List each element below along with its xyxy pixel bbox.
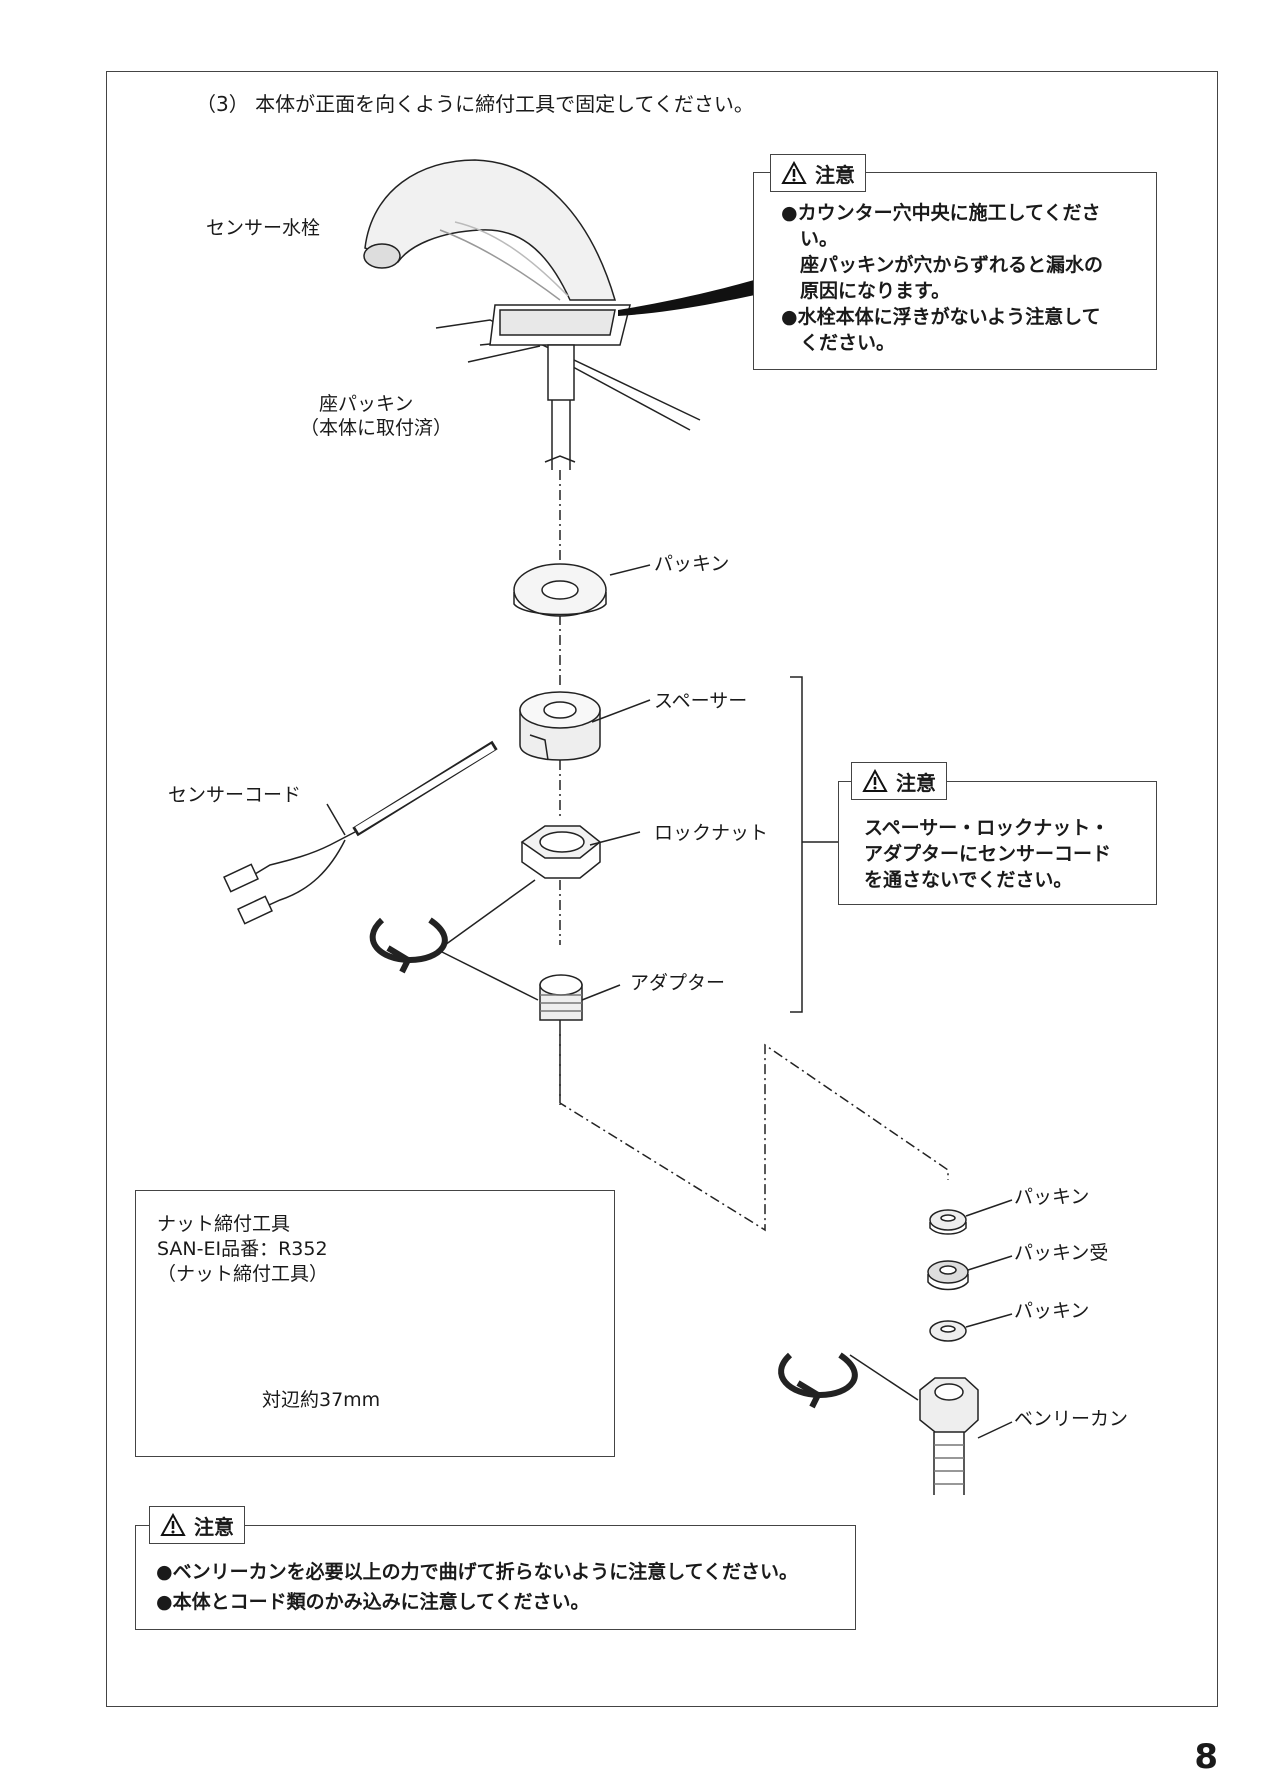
tool-note: （ナット締付工具） xyxy=(157,1263,329,1285)
warning-icon xyxy=(862,769,888,792)
caution-title-bottom: 注意 xyxy=(194,1514,234,1539)
label-lock-nut: ロックナット xyxy=(654,822,769,844)
warning-icon xyxy=(160,1513,186,1536)
label-benry-kan: ベンリーカン xyxy=(1014,1408,1129,1430)
tool-dimension: 対辺約37mm xyxy=(262,1389,381,1411)
page-frame xyxy=(106,71,1218,1707)
label-seat-packing-note: （本体に取付済） xyxy=(300,417,453,439)
caution-top-text: ●カウンター穴中央に施工してくださ い。 座パッキンが穴からずれると漏水の 原因… xyxy=(781,200,1103,356)
label-packing: パッキン xyxy=(654,553,730,575)
label-sensor-cord: センサーコード xyxy=(168,784,302,806)
label-packing-2: パッキン xyxy=(1014,1186,1090,1208)
caution-line: 原因になります。 xyxy=(781,280,951,302)
label-sensor-faucet: センサー水栓 xyxy=(206,217,321,239)
step-instruction: （3） 本体が正面を向くように締付工具で固定してください。 xyxy=(196,92,754,116)
caution-line: ●水栓本体に浮きがないよう注意して xyxy=(781,306,1101,328)
caution-line: ●ベンリーカンを必要以上の力で曲げて折らないように注意してください。 xyxy=(156,1561,799,1583)
caution-box-top xyxy=(753,172,1157,370)
caution-title-middle: 注意 xyxy=(896,770,936,795)
caution-line: ●カウンター穴中央に施工してくださ xyxy=(781,202,1101,224)
caution-box-bottom xyxy=(135,1525,856,1630)
caution-middle-text: スペーサー・ロックナット・ アダプターにセンサーコード を通さないでください。 xyxy=(864,815,1111,893)
caution-line: い。 xyxy=(781,228,839,250)
label-spacer: スペーサー xyxy=(654,690,748,712)
label-seat-packing: 座パッキン xyxy=(319,393,414,415)
caution-line: アダプターにセンサーコード xyxy=(864,843,1112,865)
label-adapter: アダプター xyxy=(630,972,726,994)
caution-title-top: 注意 xyxy=(815,162,855,187)
tool-title: ナット締付工具 xyxy=(157,1213,291,1235)
label-packing-receiver: パッキン受 xyxy=(1014,1242,1109,1264)
caution-bottom-text: ●ベンリーカンを必要以上の力で曲げて折らないように注意してください。 ●本体とコ… xyxy=(156,1557,798,1617)
page-number: 8 xyxy=(1194,1737,1218,1777)
caution-line: を通さないでください。 xyxy=(864,869,1073,891)
caution-tab-top: 注意 xyxy=(770,154,866,192)
caution-tab-middle: 注意 xyxy=(851,762,947,800)
warning-icon xyxy=(781,161,807,184)
caution-line: ください。 xyxy=(781,332,896,354)
label-packing-3: パッキン xyxy=(1014,1300,1090,1322)
caution-box-middle xyxy=(838,781,1157,905)
caution-line: スペーサー・ロックナット・ xyxy=(864,817,1110,839)
caution-line: 座パッキンが穴からずれると漏水の xyxy=(781,254,1104,276)
caution-line: ●本体とコード類のかみ込みに注意してください。 xyxy=(156,1591,590,1613)
tool-part-number: SAN-EI品番：R352 xyxy=(157,1238,328,1260)
caution-tab-bottom: 注意 xyxy=(149,1506,245,1544)
tool-box xyxy=(135,1190,615,1457)
